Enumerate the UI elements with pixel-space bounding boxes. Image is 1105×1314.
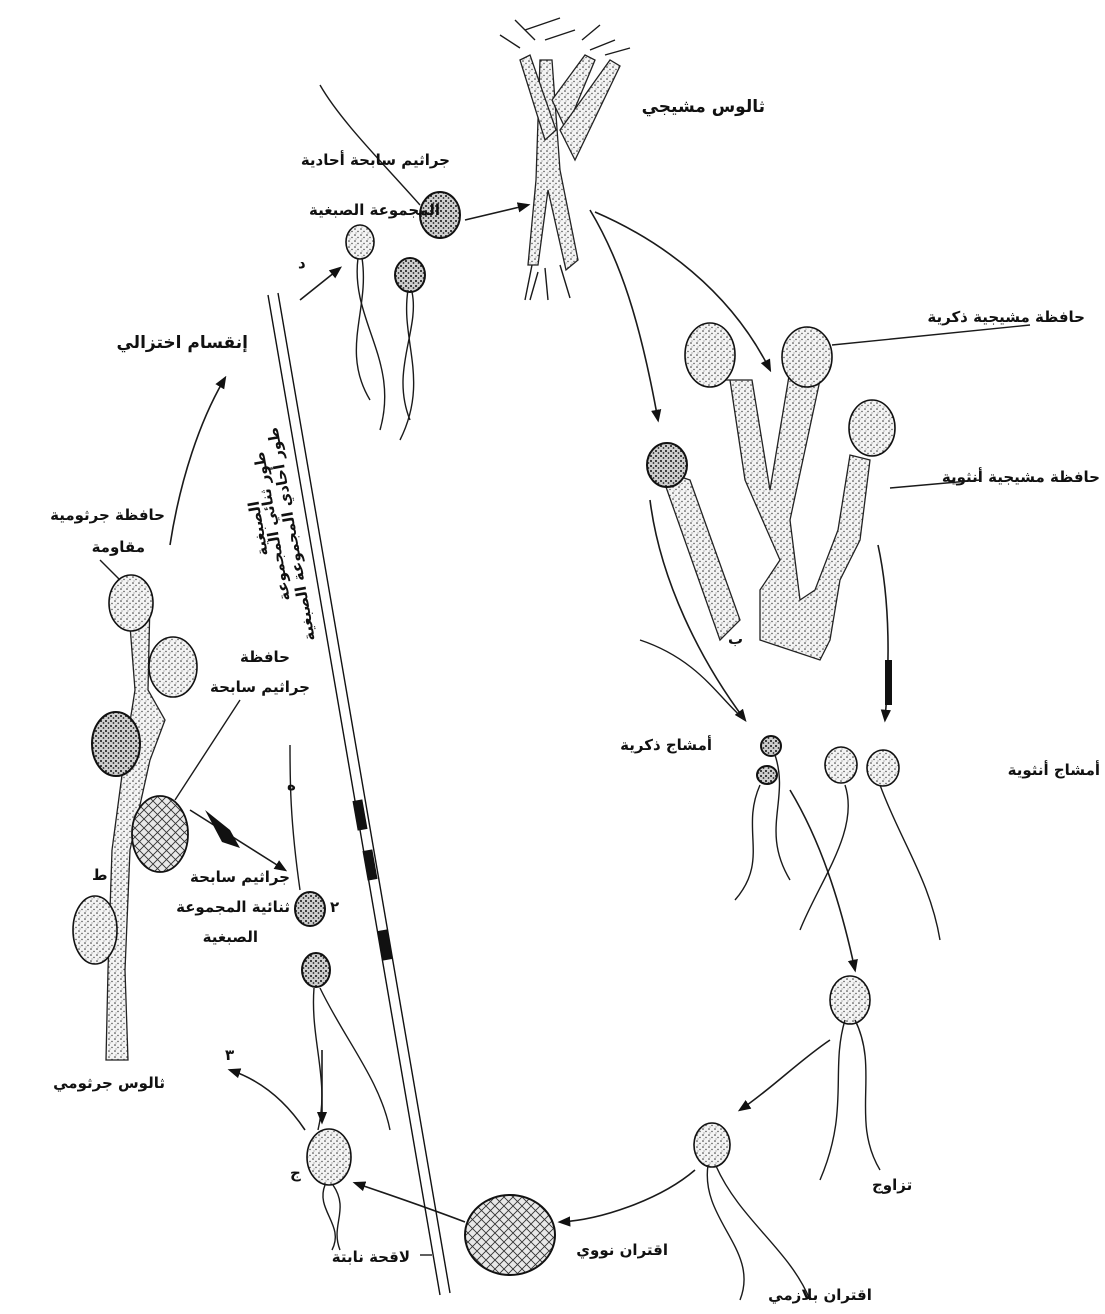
arrow-to-sporophyte	[230, 1070, 305, 1130]
leader-resistant	[100, 560, 120, 580]
zygote-drawing	[465, 1195, 555, 1275]
female-gametes-drawing	[800, 747, 940, 940]
zoospores-haploid-label: جراثيم سابحة أحادية	[301, 150, 450, 169]
arrow-meiosis	[170, 378, 225, 545]
letter-j-label: ج	[290, 1164, 301, 1182]
diploid-zoospores-label-2: ثنائية المجموعة	[176, 898, 290, 916]
zygote-sporophyte-label: لاقحة نابتة	[332, 1248, 410, 1266]
female-gametangium-label: حافظة مشيجية أنثوية	[942, 467, 1100, 486]
zoosporangium-label: حافظة	[240, 648, 290, 666]
resistant-sporangium-label-2: مقاومة	[92, 538, 145, 556]
meiosis-label: إنقسام اختزالي	[116, 333, 248, 353]
zoosporangium-label-2: جراثيم سابحة	[210, 678, 310, 696]
arrow-gametes-to-zygote	[790, 790, 855, 970]
letter-d-label: د	[298, 254, 306, 272]
leader-male-gametes	[640, 640, 745, 720]
male-gametes-label: أمشاج ذكرية	[620, 735, 712, 754]
leader-zoosporangium	[175, 700, 240, 800]
resistant-sporangium-label: حافظة جرثومية	[50, 506, 165, 524]
male-gametes-drawing	[735, 736, 790, 900]
thallus-gametophyte-label: ثالوس مشيجي	[642, 97, 765, 117]
nuclear-fusion-label: اقتران نووي	[576, 1241, 668, 1260]
fertilization-label: تزاوج	[872, 1176, 912, 1194]
leader-male	[832, 325, 1030, 345]
sporophyte-thallus-drawing	[73, 575, 197, 1060]
letter-h2-label: ه	[287, 776, 296, 794]
phase-divider	[268, 293, 450, 1295]
arrow-thallus-to-male	[590, 210, 658, 420]
plasmogamy-drawing	[694, 1123, 810, 1300]
female-gametes-label: أمشاج أنثوية	[1008, 760, 1100, 779]
diploid-zoospores-drawing	[290, 745, 390, 1130]
arrow-zoospore-to-thallus	[465, 205, 528, 220]
plasmogamy-label: اقتران بلازمي	[768, 1286, 872, 1304]
arrow-to-nuclear-fusion	[560, 1170, 695, 1222]
arrow-thallus-to-female	[595, 212, 770, 370]
number-3-label: ٣	[225, 1046, 234, 1064]
haploid-zoospores-drawing	[320, 85, 460, 440]
arrow-zoospore-release	[190, 810, 285, 870]
letter-b-label: ب	[728, 630, 743, 648]
arrow-to-germinating-zygote	[355, 1183, 465, 1222]
gametangia-drawing	[647, 323, 895, 660]
gametophyte-thallus-drawing	[500, 18, 630, 300]
diploid-zoospores-label-1: جراثيم سابحة	[190, 868, 290, 886]
male-gametangium-label: حافظة مشيجية ذكرية	[927, 308, 1085, 326]
arrow-to-zoospores	[300, 268, 340, 300]
arrow-to-plasmogamy	[740, 1040, 830, 1110]
release-blob	[205, 810, 240, 848]
number-2-label: ٢	[330, 898, 339, 916]
letter-h-label: ط	[92, 866, 108, 884]
phase-marker-right	[885, 660, 892, 705]
thallus-sporophyte-label: ثالوس جرثومي	[53, 1074, 165, 1092]
diploid-zoospores-label-3: الصبغية	[203, 928, 258, 946]
zoospores-haploid-label-2: المجموعة الصبغية	[309, 201, 440, 219]
fusing-gametes-drawing	[820, 976, 880, 1180]
germinating-zygote-drawing	[307, 1129, 351, 1250]
